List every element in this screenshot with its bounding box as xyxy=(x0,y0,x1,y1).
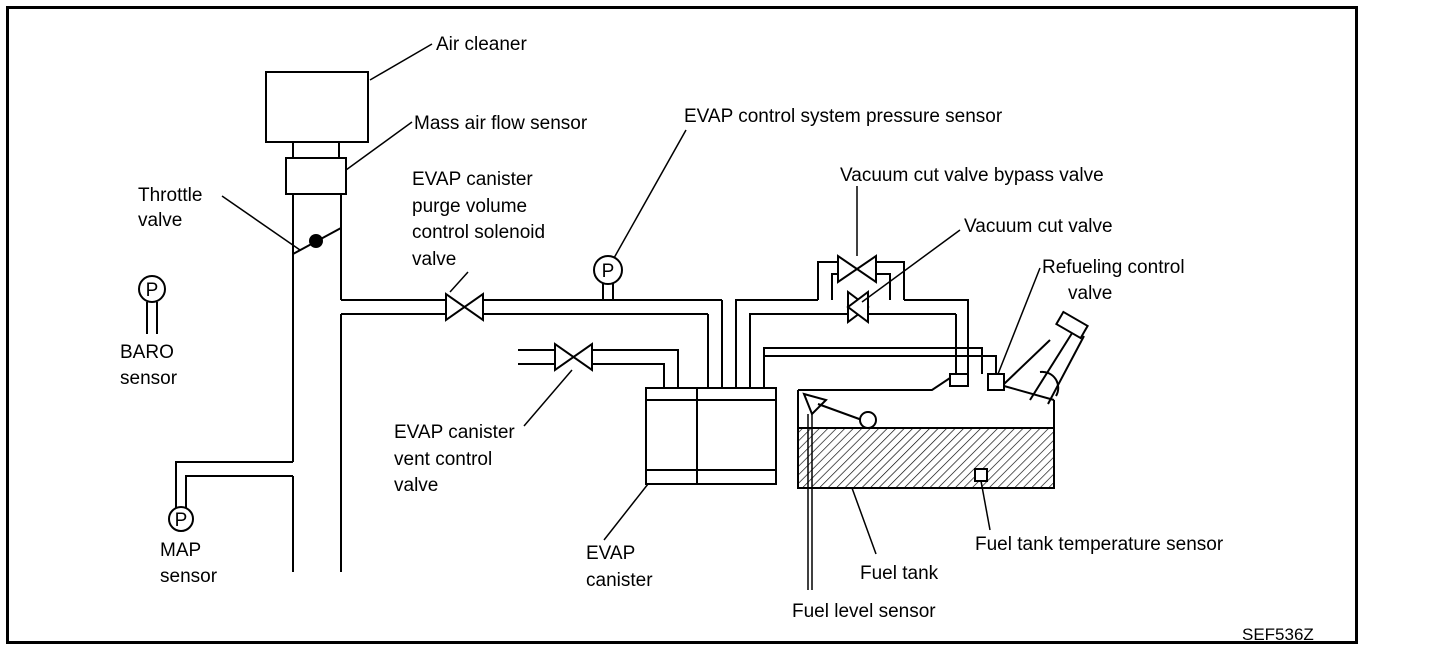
label-purge-3: control solenoid xyxy=(412,222,545,243)
label-evap-pressure-sensor: EVAP control system pressure sensor xyxy=(684,106,1003,127)
label-map-1: MAP xyxy=(160,540,201,561)
purge-volume-control-valve xyxy=(445,292,484,322)
label-vent-2: vent control xyxy=(394,449,492,470)
evap-pressure-sensor: P xyxy=(593,255,623,300)
label-air-cleaner: Air cleaner xyxy=(436,34,527,55)
label-fuel-tank-temperature-sensor: Fuel tank temperature sensor xyxy=(975,534,1224,555)
purge-line xyxy=(483,299,723,388)
vent-line xyxy=(518,342,679,388)
label-vent-1: EVAP canister xyxy=(394,422,515,443)
vacuum-cut-bypass-valve xyxy=(837,254,877,284)
svg-text:P: P xyxy=(602,261,615,282)
vacuum-cut-valve xyxy=(846,290,870,324)
label-vacuum-cut-bypass-valve: Vacuum cut valve bypass valve xyxy=(840,165,1104,186)
label-canister-2: canister xyxy=(586,570,653,591)
label-map-2: sensor xyxy=(160,566,218,587)
label-purge-4: valve xyxy=(412,249,456,270)
filler-neck xyxy=(1003,310,1089,405)
label-refueling-control-1: Refueling control xyxy=(1042,257,1185,278)
label-refueling-control-2: valve xyxy=(1068,283,1112,304)
maf-upper-collar xyxy=(292,141,340,159)
label-fuel-tank: Fuel tank xyxy=(860,563,939,584)
label-vent-3: valve xyxy=(394,475,438,496)
tank-top-valves xyxy=(949,373,1005,391)
svg-text:P: P xyxy=(175,510,188,531)
evap-canister xyxy=(645,387,777,485)
air-cleaner xyxy=(265,71,369,143)
bypass-loop xyxy=(817,261,905,300)
canister-tank-lines xyxy=(735,299,997,388)
figure-code: SEF536Z xyxy=(1242,625,1314,644)
fuel-tank-temperature-sensor xyxy=(974,468,988,482)
svg-text:P: P xyxy=(146,280,159,301)
label-canister-1: EVAP xyxy=(586,543,635,564)
label-purge-2: purge volume xyxy=(412,196,527,217)
map-sensor: P xyxy=(168,506,194,532)
throttle-valve xyxy=(292,227,342,255)
baro-sensor: P xyxy=(138,275,166,334)
intake-duct xyxy=(292,194,446,572)
diagram-frame xyxy=(6,6,1358,644)
label-baro-2: sensor xyxy=(120,368,178,389)
leader-lines xyxy=(221,43,1041,555)
label-purge-1: EVAP canister xyxy=(412,169,533,190)
fuel-tank xyxy=(797,377,1055,489)
label-fuel-level-sensor: Fuel level sensor xyxy=(792,601,936,622)
label-throttle-valve-1: Throttle xyxy=(138,185,202,206)
fuel-level-sensor xyxy=(802,392,877,590)
label-throttle-valve-2: valve xyxy=(138,210,182,231)
mass-air-flow-sensor xyxy=(285,157,347,195)
label-baro-1: BARO xyxy=(120,342,174,363)
map-sensor-pipe xyxy=(175,461,293,508)
label-vacuum-cut-valve: Vacuum cut valve xyxy=(964,216,1113,237)
label-mass-air-flow-sensor: Mass air flow sensor xyxy=(414,113,588,134)
